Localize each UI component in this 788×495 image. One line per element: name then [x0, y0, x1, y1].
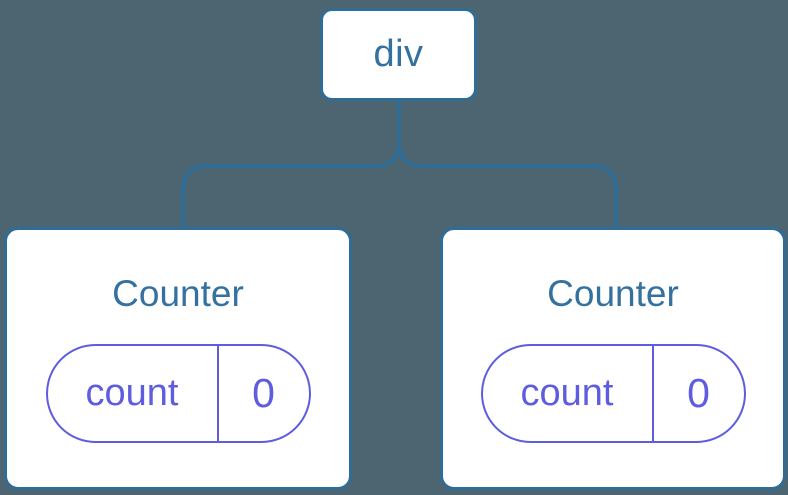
state-key-cell: count	[483, 346, 654, 442]
state-value: 0	[687, 370, 710, 417]
connector-left-branch	[181, 101, 401, 227]
connector-right-branch	[397, 101, 618, 227]
counter-title: Counter	[112, 273, 244, 314]
state-pill: count 0	[45, 344, 311, 444]
state-value-cell: 0	[654, 346, 744, 441]
counter-card-left: Counter count 0	[4, 227, 352, 490]
root-node: div	[320, 8, 477, 101]
state-key-cell: count	[48, 346, 219, 442]
state-value-cell: 0	[219, 346, 309, 441]
counter-title: Counter	[547, 273, 679, 314]
root-node-label: div	[373, 33, 424, 75]
counter-card-right: Counter count 0	[440, 227, 786, 490]
state-value: 0	[252, 370, 275, 417]
state-key: count	[520, 372, 614, 415]
state-pill: count 0	[480, 344, 746, 444]
state-key: count	[85, 372, 179, 415]
